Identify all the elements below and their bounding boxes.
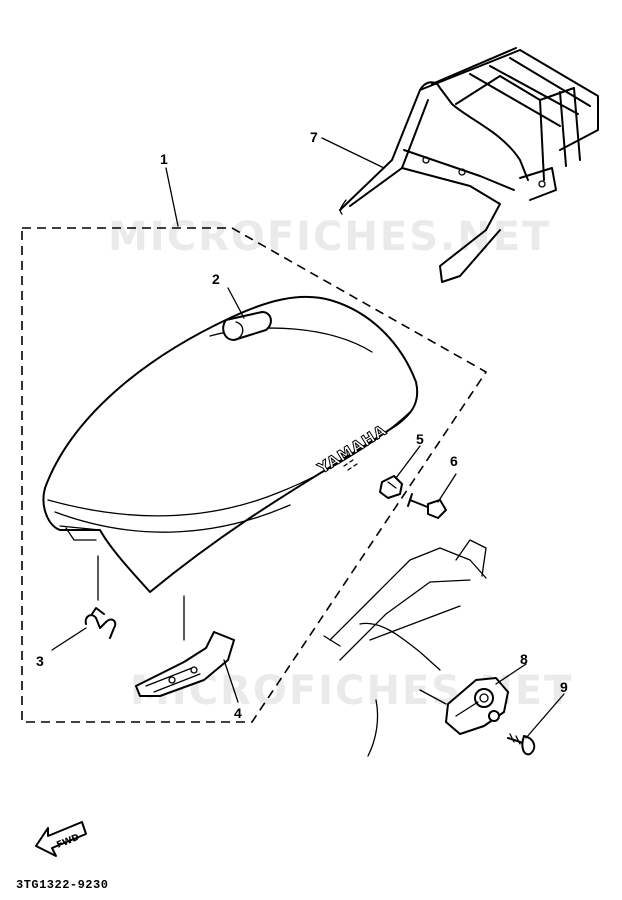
seat: YAMAHA [42, 295, 419, 593]
callout-1: 1 [160, 151, 168, 167]
collar-nut [379, 475, 403, 499]
seat-lock [445, 677, 509, 735]
forward-arrow-icon: FWD [35, 821, 87, 857]
callout-6: 6 [450, 453, 458, 469]
screw-9 [507, 733, 536, 756]
seat-bracket [135, 631, 235, 697]
callout-5: 5 [416, 431, 424, 447]
seat-strap [222, 311, 272, 341]
callout-3: 3 [36, 653, 44, 669]
callout-7: 7 [310, 129, 318, 145]
seat-assembly-outline [21, 227, 488, 723]
bolt-6 [407, 493, 447, 519]
callout-8: 8 [520, 651, 528, 667]
leader-lines [51, 137, 565, 739]
callout-4: 4 [234, 705, 242, 721]
frame-section [323, 539, 487, 757]
part-code: 3TG1322-9230 [16, 878, 109, 892]
rear-carrier [339, 47, 599, 283]
callout-9: 9 [560, 679, 568, 695]
callout-2: 2 [212, 271, 220, 287]
seat-clip [84, 607, 117, 639]
watermark-top: MICROFICHES.NET [108, 214, 551, 260]
